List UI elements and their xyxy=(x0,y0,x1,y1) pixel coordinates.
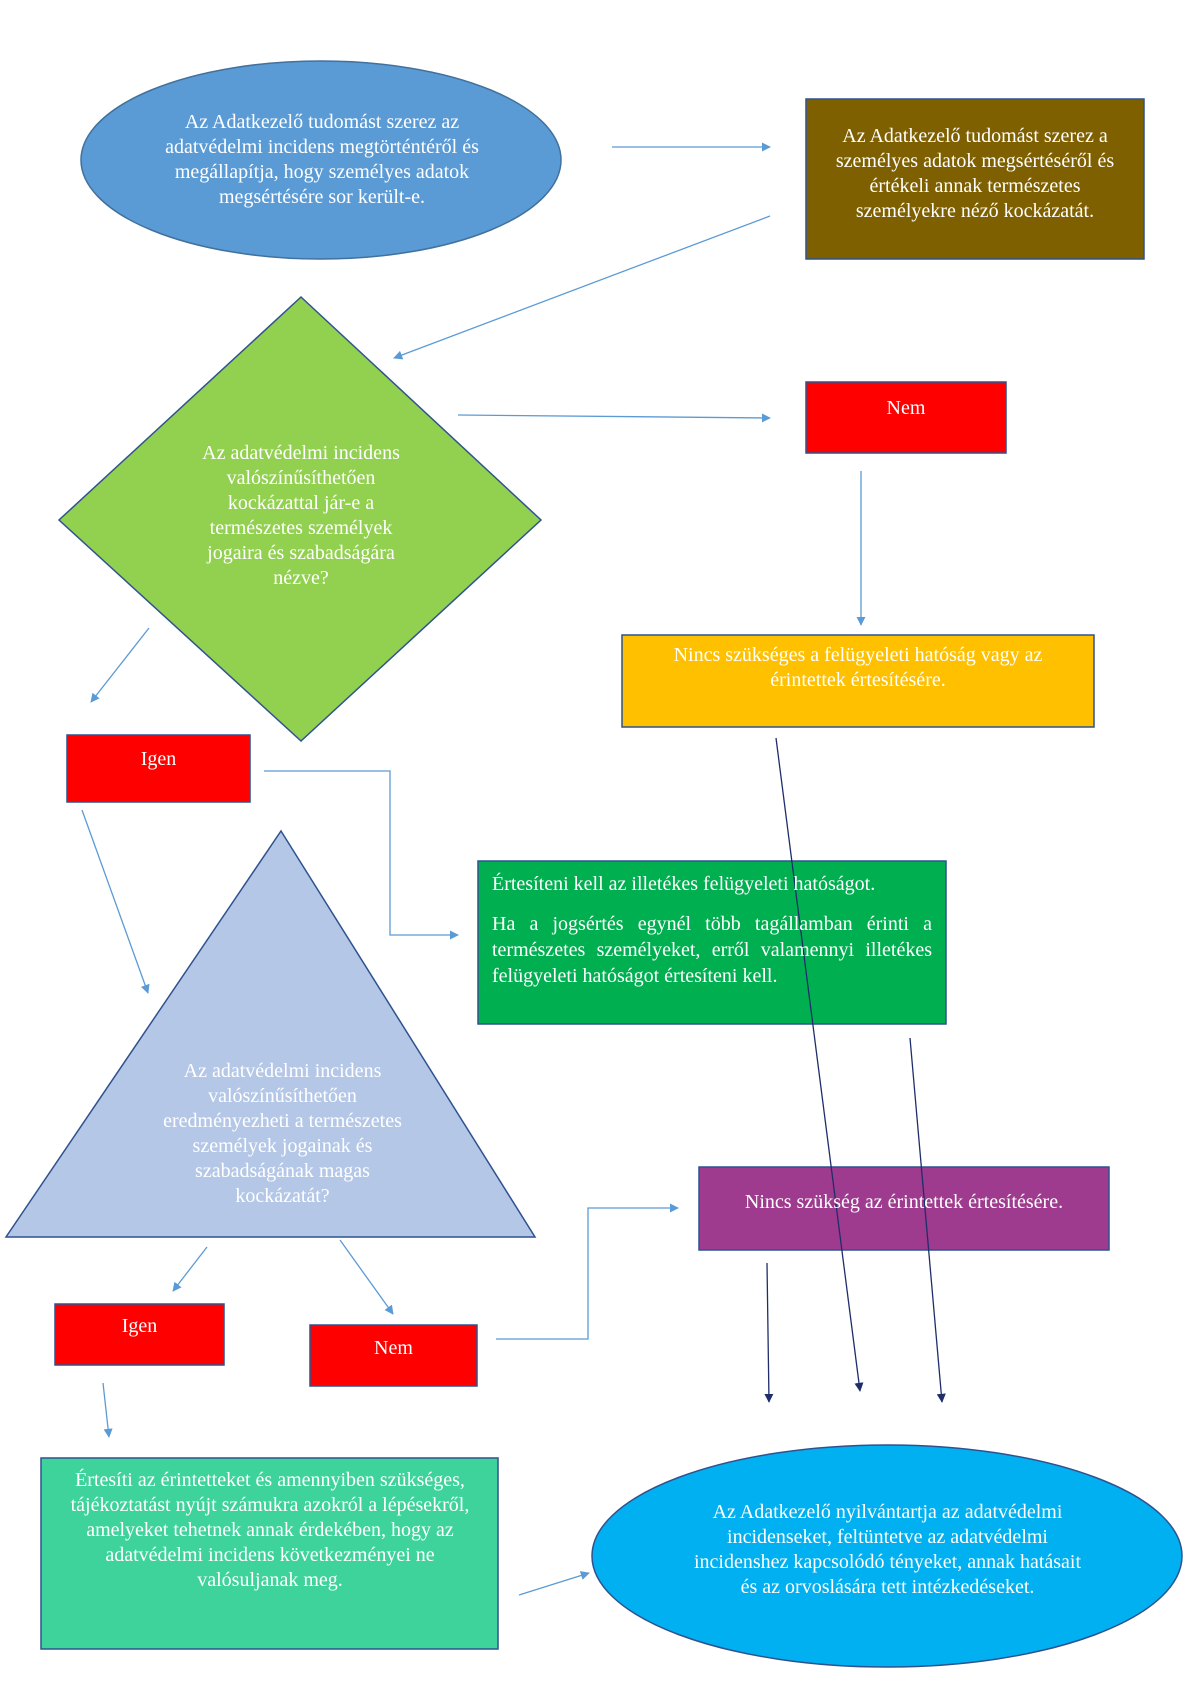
start-node-text: Az Adatkezelő tudomást szerez az adatvéd… xyxy=(165,111,479,208)
arrow-no-notification-to-register xyxy=(775,737,864,1392)
register-node-text: Az Adatkezelő nyilvántartja az adatvédel… xyxy=(693,1501,1082,1598)
arrow-triangle-to-yes xyxy=(172,1246,208,1292)
yes-box-1 xyxy=(66,734,251,803)
no-subject-notification-box xyxy=(698,1166,1110,1251)
yes-box-2 xyxy=(54,1303,225,1366)
notify-subjects-text: Értesíti az érintetteket és amennyiben s… xyxy=(70,1469,470,1591)
yes-label-2: Igen xyxy=(121,1315,158,1337)
arrow-assess-to-decision xyxy=(393,215,771,360)
arrow-decision-to-no xyxy=(457,413,771,423)
no-label-1: Nem xyxy=(886,397,926,419)
arrow-yes-to-authority xyxy=(264,770,459,940)
high-risk-decision-triangle xyxy=(4,829,537,1238)
arrow-yes-to-notify-subjects xyxy=(102,1382,113,1438)
start-ellipse xyxy=(80,60,562,260)
yes-label-1: Igen xyxy=(140,748,177,770)
arrow-yes-to-triangle xyxy=(81,809,150,994)
arrow-no-to-subject-box xyxy=(496,1203,679,1340)
arrow-subject-box-to-register xyxy=(764,1262,774,1403)
assess-node-text: Az Adatkezelő tudomást szerez a személye… xyxy=(835,125,1115,222)
risk-decision-text: Az adatvédelmi incidens valószínűsíthető… xyxy=(202,442,400,589)
risk-decision-diamond xyxy=(57,295,543,743)
notify-authority-box xyxy=(477,860,947,1025)
no-notification-needed-text: Nincs szükséges a felügyeleti hatóság va… xyxy=(673,644,1043,691)
no-box-2 xyxy=(309,1324,478,1387)
arrow-authority-to-register xyxy=(909,1037,946,1403)
no-box-1 xyxy=(805,381,1007,454)
notify-authority-line-1: Értesíteni kell az illetékes felügyeleti… xyxy=(492,873,876,895)
notify-authority-line-2: Ha a jogsértés egynél több tagállamban é… xyxy=(492,913,932,987)
no-subject-notification-text: Nincs szükség az érintettek értesítésére… xyxy=(744,1191,1064,1213)
register-ellipse xyxy=(591,1444,1183,1668)
arrow-triangle-to-no xyxy=(339,1239,394,1315)
arrow-notify-subjects-to-register xyxy=(518,1571,590,1596)
no-label-2: Nem xyxy=(374,1337,413,1359)
notify-authority-text: Értesíteni kell az illetékes felügyeleti… xyxy=(492,871,932,1011)
notify-subjects-box xyxy=(40,1457,499,1650)
no-notification-needed-box xyxy=(621,634,1095,728)
high-risk-decision-text: Az adatvédelmi incidens valószínűsíthető… xyxy=(163,1060,402,1207)
arrow-decision-to-yes xyxy=(90,627,150,703)
assess-box xyxy=(805,98,1145,260)
